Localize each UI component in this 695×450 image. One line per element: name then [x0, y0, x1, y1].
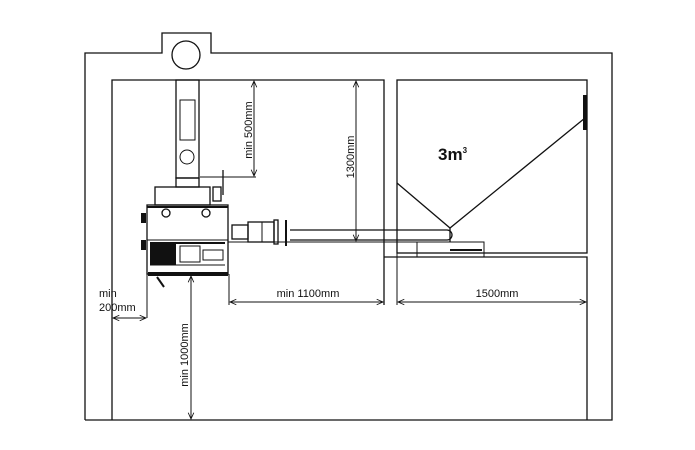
dimension-min-200mm: min 200mm — [99, 288, 146, 318]
auger-feed-pipe — [228, 219, 485, 258]
svg-text:min 500mm: min 500mm — [243, 101, 255, 158]
chimney-icon — [171, 40, 201, 70]
dimension-1300mm: 1300mm — [345, 81, 384, 243]
svg-text:200mm: 200mm — [99, 302, 136, 314]
outer-wall — [84, 32, 613, 421]
svg-text:min 1100mm: min 1100mm — [277, 288, 340, 300]
dimension-min-500mm: min 500mm — [200, 81, 256, 178]
dimension-min-1100mm: min 1100mm — [230, 288, 383, 302]
fuel-hopper: 3m3 — [396, 79, 588, 254]
svg-text:min: min — [99, 288, 117, 300]
flue-pipe — [175, 79, 200, 179]
svg-text:1500mm: 1500mm — [476, 288, 519, 300]
hopper-door-icon — [583, 95, 587, 130]
boiler — [141, 170, 229, 288]
extension-lines — [146, 253, 398, 318]
svg-text:min 1000mm: min 1000mm — [179, 323, 191, 387]
dimension-min-1000mm: min 1000mm — [179, 276, 191, 419]
svg-text:1300mm: 1300mm — [345, 136, 357, 179]
dimension-1500mm: 1500mm — [398, 288, 586, 302]
hopper-volume-label: 3m3 — [438, 145, 468, 164]
